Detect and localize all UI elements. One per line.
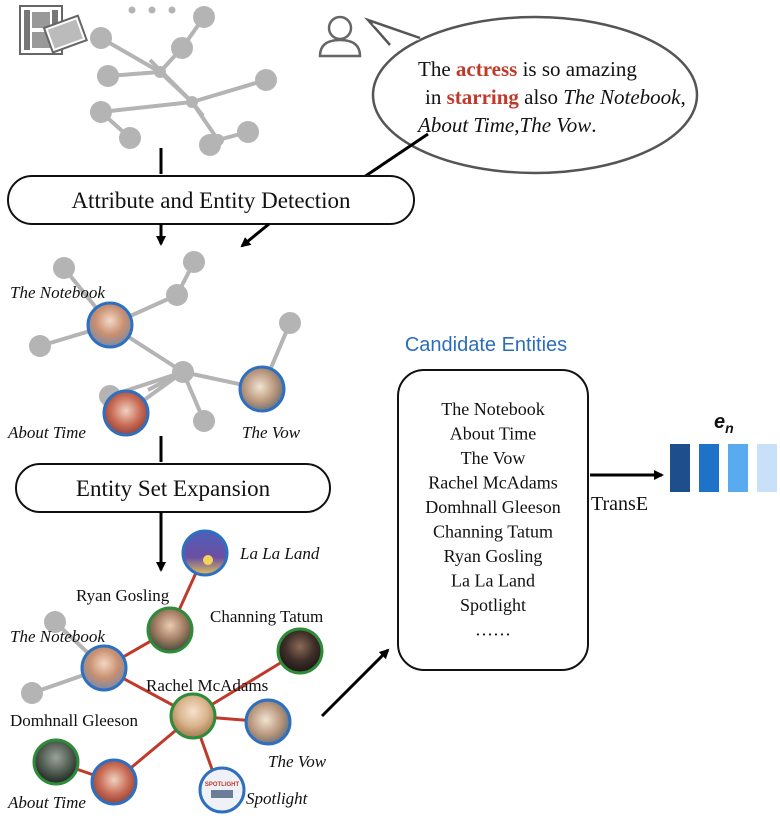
embedding-cell [728,444,748,492]
entity-node-domhnall [32,738,80,786]
bubble-line2-post: also [519,85,563,109]
bubble-attribute-starring: starring [447,85,520,109]
candidates-title: Candidate Entities [405,334,567,356]
label-ryan: Ryan Gosling [76,586,170,605]
entity-node-ryan [146,606,194,654]
embedding-subscript: n [725,420,734,436]
label-domhnall: Domhnall Gleeson [10,711,138,730]
bubble-line3-period: . [591,113,596,137]
embedding-cell [757,444,777,492]
step-expansion: Entity Set Expansion [15,463,331,513]
label-lalaland: La La Land [239,544,320,563]
bubble-line2-comma: , [680,85,685,109]
bubble-line3-comma: , [514,113,519,137]
bubble-line2-pre: in [425,85,447,109]
candidate-item: The Vow [461,448,526,468]
embedding-symbol: e [714,411,725,433]
entity-node-abouttime [102,389,150,437]
film-icon [19,5,89,55]
entity-node-rachel [169,692,217,740]
transe-label: TransE [591,493,648,515]
candidate-item: Ryan Gosling [444,546,543,566]
bubble-entity-vow: The Vow [520,113,592,137]
label-channing: Channing Tatum [210,607,323,626]
candidate-item: About Time [450,424,537,444]
entity-node-abouttime-expanded [90,758,138,806]
label-vow-expanded: The Vow [268,752,327,771]
speech-bubble [363,15,699,175]
bubble-attribute-actress: actress [456,57,517,81]
spotlight-poster-text: SPOTLIGHT [205,782,240,788]
label-abouttime: About Time [7,423,86,442]
ellipsis-icon [128,6,176,14]
entity-node-lalaland [181,529,229,577]
step-detection: Attribute and Entity Detection [7,175,415,225]
candidate-item: La La Land [451,571,535,591]
label-notebook-expanded: The Notebook [10,627,105,646]
label-notebook: The Notebook [10,283,105,302]
bubble-entity-notebook: The Notebook [563,85,681,109]
entity-node-vow-expanded [244,698,292,746]
candidates-box [397,369,589,671]
label-vow: The Vow [242,423,301,442]
step-expansion-label: Entity Set Expansion [76,476,271,501]
bubble-text: The actress is so amazing in starring al… [416,57,686,137]
entity-node-channing [276,627,324,675]
embedding-cell [699,444,719,492]
arrow-detection-down-right [240,222,270,248]
candidate-item: Channing Tatum [433,522,553,542]
knowledge-graph-expanded-nodes [21,611,66,704]
entity-node-spotlight: SPOTLIGHT [198,766,246,814]
svg-text:The actress is so amazing: The actress is so amazing [418,57,637,81]
bubble-entity-abouttime: About Time [416,113,514,137]
entity-node-notebook [86,301,134,349]
label-spotlight: Spotlight [246,789,309,808]
svg-text:About Time,The Vow.: About Time,The Vow. [416,113,597,137]
knowledge-graph-top-nodes [90,6,277,156]
embedding-cell [670,444,690,492]
svg-text:in starring also The Notebook,: in starring also The Notebook, [425,85,686,109]
entity-node-notebook-expanded [80,644,128,692]
candidate-item: Rachel McAdams [428,473,557,493]
embedding-label: en [714,411,734,436]
step-detection-label: Attribute and Entity Detection [71,188,351,213]
arrow-graph3-to-candidates [320,648,390,718]
bubble-line1-pre: The [418,57,456,81]
bubble-line1-post: is so amazing [517,57,637,81]
candidate-item: The Notebook [441,399,544,419]
candidate-item: Spotlight [460,595,526,615]
entity-node-vow [238,365,286,413]
embedding-vector [670,444,777,492]
label-rachel: Rachel McAdams [146,676,268,695]
candidate-item: …… [475,620,511,640]
candidate-item: Domhnall Gleeson [425,497,560,517]
user-icon [318,15,362,58]
label-abouttime-expanded: About Time [7,793,86,812]
